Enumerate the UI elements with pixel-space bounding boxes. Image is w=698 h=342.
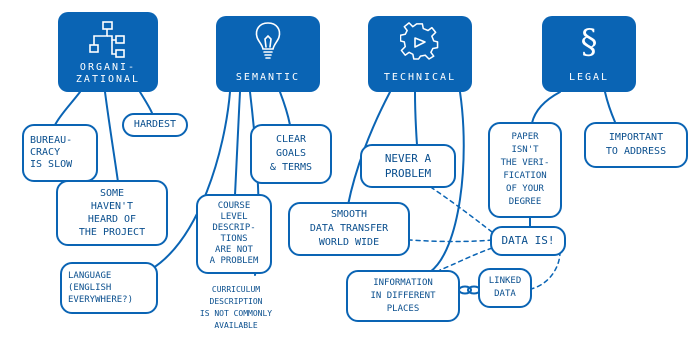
category-label: ORGANI- ZATIONAL — [75, 62, 141, 85]
category-technical: TECHNICAL — [368, 16, 472, 92]
category-label: TECHNICAL — [383, 72, 457, 83]
note-bureaucracy: BUREAU- CRACY IS SLOW — [22, 124, 98, 182]
connector-org-hardest — [139, 91, 153, 114]
gear-icon — [400, 22, 439, 60]
category-label: LEGAL — [568, 72, 610, 83]
note-hardest: HARDEST — [122, 113, 188, 137]
connector-sem-language — [149, 91, 231, 271]
note-smooth: SMOOTH DATA TRANSFER WORLD WIDE — [288, 202, 410, 256]
category-organizational: ORGANI- ZATIONAL — [58, 12, 158, 92]
note-data-is: DATA IS! — [490, 226, 566, 256]
connector-data-info — [439, 247, 493, 271]
note-information: INFORMATION IN DIFFERENT PLACES — [346, 270, 460, 322]
note-never-problem: NEVER A PROBLEM — [360, 144, 456, 188]
connector-legal-important — [604, 91, 616, 123]
org-chart-icon — [89, 21, 125, 58]
connector-sem-course — [234, 91, 241, 196]
connector-tech-never — [414, 91, 418, 146]
connector-data-never — [431, 187, 493, 233]
connector-org-some — [104, 91, 119, 183]
connector-org-bureaucracy — [54, 91, 81, 126]
category-legal: § LEGAL — [542, 16, 636, 92]
note-clear-goals: CLEAR GOALS & TERMS — [250, 124, 332, 184]
note-course-level: COURSE LEVEL DESCRIP- TIONS ARE NOT A PR… — [196, 194, 272, 274]
connector-tech-info — [429, 91, 465, 273]
note-language: LANGUAGE (ENGLISH EVERYWHERE?) — [60, 262, 158, 314]
connector-data-smooth — [409, 239, 493, 243]
connector-sem-clear — [279, 91, 291, 126]
note-paper: PAPER ISN'T THE VERI- FICATION OF YOUR D… — [488, 122, 562, 218]
lightbulb-icon — [255, 22, 281, 59]
section-sign-icon: § — [580, 22, 598, 62]
note-some-havent: SOME HAVEN'T HEARD OF THE PROJECT — [56, 180, 168, 246]
connector-legal-paper — [531, 91, 561, 124]
category-label: SEMANTIC — [235, 72, 301, 83]
note-important: IMPORTANT TO ADDRESS — [584, 122, 688, 168]
note-curriculum: CURRICULUM DESCRIPTION IS NOT COMMONLY A… — [199, 285, 273, 330]
category-semantic: SEMANTIC — [216, 16, 320, 92]
note-linked-data: LINKED DATA — [478, 268, 532, 308]
